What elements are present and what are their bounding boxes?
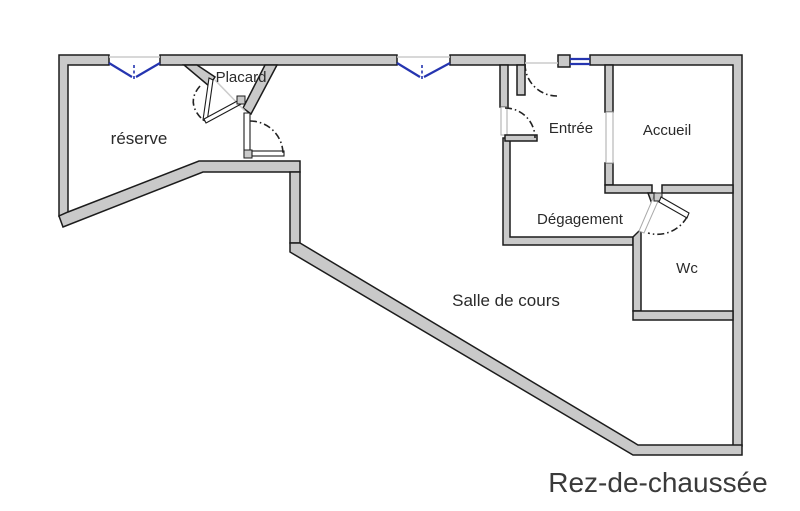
room-label-degagement: Dégagement	[537, 211, 624, 228]
room-label-wc: Wc	[676, 260, 698, 277]
window-reserve	[108, 62, 161, 80]
wall-corner-vertical	[289, 171, 301, 244]
windows	[108, 57, 590, 80]
floor-title: Rez-de-chaussée	[548, 467, 767, 498]
room-label-placard: Placard	[216, 69, 267, 86]
window-entree	[570, 57, 590, 66]
wall-top-entrance-left	[449, 54, 526, 66]
placard-door-hinge	[236, 95, 246, 105]
threshold-entree-door	[500, 106, 508, 136]
wall-accueil-bottom-right	[661, 184, 734, 194]
room-labels: réserve Placard Entrée Accueil Dégagemen…	[111, 69, 699, 310]
room-label-salle-de-cours: Salle de cours	[452, 291, 560, 310]
entree-door-arc	[504, 107, 536, 139]
room-label-reserve: réserve	[111, 129, 168, 148]
room-label-accueil: Accueil	[643, 122, 691, 139]
wall-wc-left	[632, 227, 642, 312]
room-label-entree: Entrée	[549, 120, 593, 137]
reserve-door-arc	[249, 120, 284, 155]
threshold-wc-door	[638, 195, 660, 234]
threshold-placard-opening	[214, 79, 246, 112]
wc-door-arc	[647, 216, 688, 236]
interior-walls	[181, 64, 734, 321]
wall-accueil-left-upper	[604, 64, 614, 113]
reserve-door-leaf	[251, 150, 285, 157]
wc-door-leaf	[658, 196, 690, 219]
doors	[192, 63, 690, 236]
window-reserve-pane-right	[135, 62, 161, 78]
wall-entree-left	[499, 64, 509, 108]
wall-wc-bottom	[632, 310, 734, 321]
wall-top-middle	[159, 54, 398, 66]
placard-door-arc	[192, 85, 202, 119]
wall-entrance-jamb	[516, 64, 526, 96]
wall-diagonal-and-bottom	[289, 242, 743, 456]
window-salle-pane-left	[396, 62, 421, 78]
wall-reserve-bottom	[58, 160, 301, 228]
wall-placard-right-diagonal	[242, 64, 279, 116]
wall-left-and-top-left	[58, 54, 110, 218]
window-salle-pane-right	[423, 62, 451, 78]
wall-entrance-pillar	[557, 54, 571, 68]
window-reserve-pane-left	[108, 62, 133, 78]
wall-accueil-left-lower	[604, 162, 614, 186]
entree-door-leaf	[504, 134, 538, 142]
window-salle	[396, 62, 451, 80]
entrance-door-arc	[524, 63, 558, 97]
wall-placard-left-diagonal	[181, 64, 217, 88]
threshold-entree-accueil-passage	[605, 111, 614, 164]
door-thresholds	[109, 56, 660, 234]
outer-walls	[58, 54, 743, 456]
reserve-door-hinge	[243, 149, 253, 159]
wall-accueil-bottom-left	[604, 184, 653, 194]
